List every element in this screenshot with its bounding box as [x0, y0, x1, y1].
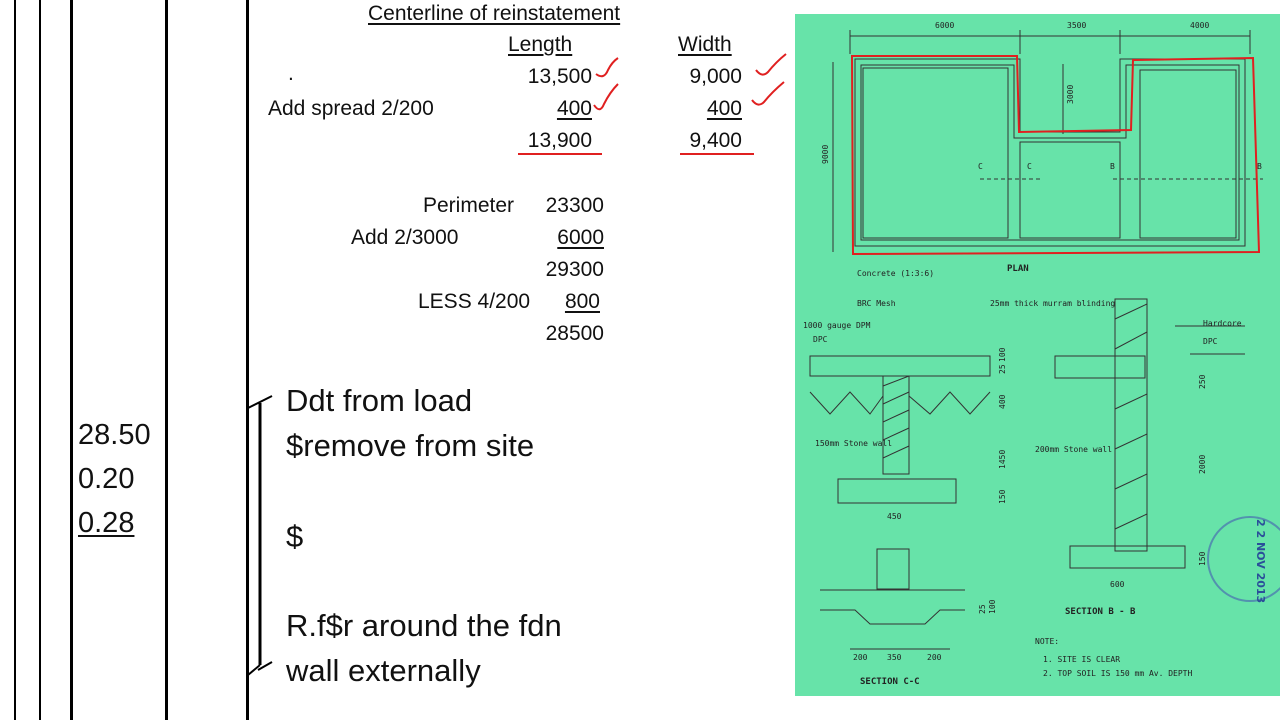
dim-v-400: 400	[998, 394, 1007, 409]
marker-b2: B	[1257, 162, 1262, 171]
total-value: 28500	[545, 322, 604, 345]
length-header: Length	[508, 33, 573, 56]
perimeter-value: 23300	[545, 194, 604, 217]
dim-v-150: 150	[998, 489, 1007, 504]
row2-length: 400	[556, 97, 592, 120]
dim-350: 350	[887, 653, 902, 662]
dim-v-1450: 1450	[998, 450, 1007, 469]
ruling-line-1	[14, 0, 16, 720]
row1-length: 13,500	[527, 65, 592, 88]
dim-v-250: 250	[1198, 374, 1207, 389]
less-label: LESS 4/200	[418, 290, 531, 313]
dimension-width: 0.20	[78, 463, 135, 495]
foundation-drawing: 6000 3500 4000 9000 3000 C C B B PLAN	[795, 14, 1280, 696]
marker-b1: B	[1110, 162, 1115, 171]
description-bracket	[247, 395, 273, 676]
dim-200a: 200	[853, 653, 868, 662]
dim-v-150b: 150	[1198, 551, 1207, 566]
less-value: 800	[564, 290, 600, 313]
add-label: Add 2/3000	[351, 226, 459, 249]
ruling-line-2	[39, 0, 41, 720]
lbl-dpm: 1000 gauge DPM	[803, 321, 871, 330]
description-line-4: R.f$r around the fdn	[286, 608, 562, 643]
lbl-dpc-right: DPC	[1203, 337, 1218, 346]
dim-top-2: 3500	[1067, 21, 1086, 30]
marker-c2: C	[1027, 162, 1032, 171]
lbl-murram: 25mm thick murram blinding	[990, 299, 1115, 308]
dim-top-1: 6000	[935, 21, 954, 30]
lbl-dpc: DPC	[813, 335, 828, 344]
subtotal-value: 29300	[545, 258, 604, 281]
width-header: Width	[678, 33, 732, 56]
add-value: 6000	[557, 226, 604, 249]
description-line-2: $remove from site	[286, 428, 535, 463]
lbl-hardcore: Hardcore	[1203, 319, 1242, 328]
dim-v-25: 25	[998, 364, 1007, 374]
row1-width: 9,000	[689, 65, 742, 88]
note-2: 2. TOP SOIL IS 150 mm Av. DEPTH	[1043, 669, 1192, 678]
dimension-depth: 0.28	[78, 507, 135, 539]
row2-label: Add spread 2/200	[268, 97, 434, 120]
dim-v-100: 100	[998, 347, 1007, 362]
date-stamp: 2 2 NOV 2013	[1254, 519, 1267, 603]
section-b-label: SECTION B - B	[1065, 607, 1136, 617]
row3-length: 13,900	[527, 129, 592, 152]
dimension-length: 28.50	[78, 419, 151, 451]
drawing-svg: 6000 3500 4000 9000 3000 C C B B PLAN	[803, 21, 1280, 687]
marker-c1: C	[978, 162, 983, 171]
lbl-stone200: 200mm Stone wall	[1035, 445, 1112, 454]
lbl-concrete: Concrete (1:3:6)	[857, 269, 934, 278]
dim-v-2000: 2000	[1198, 455, 1207, 474]
dimension-column: 28.50 0.20 0.28	[78, 413, 151, 545]
calc-title: Centerline of reinstatement	[368, 2, 621, 25]
row2-width: 400	[706, 97, 742, 120]
dim-200b: 200	[927, 653, 942, 662]
lbl-brc: BRC Mesh	[857, 299, 896, 308]
dim-mid: 3000	[1066, 85, 1075, 104]
ruling-line-4	[165, 0, 168, 720]
lbl-stone150: 150mm Stone wall	[815, 439, 892, 448]
section-c-label: SECTION C-C	[860, 677, 920, 687]
calc-dot: .	[288, 62, 294, 85]
dim-v-100b: 100	[988, 599, 997, 614]
description-line-5: wall externally	[286, 653, 481, 688]
note-title: NOTE:	[1035, 637, 1059, 646]
ruling-line-3	[70, 0, 73, 720]
dim-top-3: 4000	[1190, 21, 1209, 30]
plan-label: PLAN	[1007, 264, 1029, 274]
description-line-1: Ddt from load	[286, 383, 473, 418]
dim-v-25b: 25	[978, 604, 987, 614]
red-markup	[518, 53, 787, 155]
dim-left: 9000	[821, 145, 830, 164]
dim-450: 450	[887, 512, 902, 521]
note-1: 1. SITE IS CLEAR	[1043, 655, 1120, 664]
dim-600: 600	[1110, 580, 1125, 589]
description-line-3: $	[286, 519, 304, 554]
row3-width: 9,400	[689, 129, 742, 152]
perimeter-label: Perimeter	[423, 194, 515, 217]
ruling-line-5	[246, 0, 249, 720]
